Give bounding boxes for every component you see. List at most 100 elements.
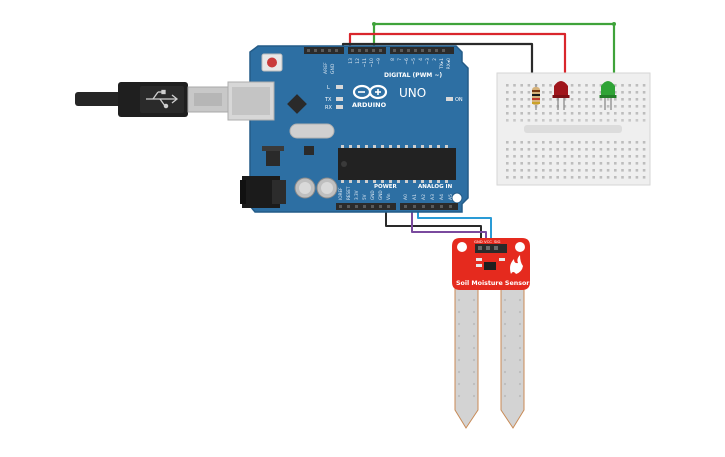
breadboard-hole — [578, 141, 581, 144]
breadboard-hole — [592, 176, 595, 179]
digital-pin-label: TX▸1 — [439, 58, 445, 70]
usb-cable-strain-relief — [75, 92, 121, 106]
analog-pin-label: A2 — [421, 194, 427, 200]
breadboard-hole — [520, 169, 523, 172]
breadboard-hole — [599, 155, 603, 158]
breadboard-hole — [606, 155, 610, 158]
wire-green-pin9-to-led[interactable] — [372, 22, 616, 90]
breadboard-hole — [635, 155, 639, 158]
breadboard-hole — [513, 105, 516, 108]
power-pin-label: IOREF — [338, 187, 343, 200]
breadboard-hole — [563, 119, 567, 122]
breadboard-hole — [549, 176, 552, 179]
sensor-probe-left — [454, 284, 479, 429]
breadboard-hole — [621, 84, 624, 87]
probe-dot — [518, 346, 522, 350]
breadboard-hole — [642, 162, 646, 165]
breadboard-hole — [578, 91, 581, 94]
atmega-microcontroller — [338, 145, 456, 183]
breadboard-hole — [506, 141, 509, 144]
breadboard-hole — [549, 91, 552, 94]
breadboard-hole — [549, 148, 552, 151]
sensor-transistor — [484, 262, 496, 270]
green-led[interactable] — [599, 81, 617, 110]
breadboard-hole — [614, 169, 617, 172]
probe-dot — [503, 370, 507, 374]
probe-dot — [503, 382, 507, 386]
digital-label: DIGITAL (PWM ~) — [384, 72, 442, 79]
breadboard-hole — [599, 98, 603, 101]
breadboard-hole — [556, 162, 559, 165]
probe-dot — [518, 322, 522, 326]
probe-dot — [472, 382, 476, 386]
breadboard-hole — [606, 169, 610, 172]
breadboard-hole — [534, 141, 538, 144]
probe-dots — [457, 298, 522, 398]
probe-dot — [472, 358, 476, 362]
soil-moisture-sensor[interactable]: GND VCC SIG Soil Moisture Sensor — [452, 238, 530, 429]
usb-cable[interactable] — [75, 82, 229, 117]
sensor-pin — [494, 246, 498, 250]
reset-button[interactable] — [261, 53, 283, 72]
probe-dot — [518, 310, 522, 314]
power-pin-label: RESET — [346, 186, 351, 200]
breadboard-hole — [585, 105, 588, 108]
breadboard-hole — [585, 112, 588, 115]
sensor-pin-label-gnd: GND — [474, 239, 483, 244]
breadboard[interactable] — [496, 72, 651, 186]
breadboard-hole — [527, 91, 531, 94]
breadboard-hole — [506, 105, 509, 108]
red-led[interactable] — [552, 81, 570, 110]
breadboard-hole — [578, 112, 581, 115]
breadboard-hole — [599, 84, 603, 87]
breadboard-hole — [635, 148, 639, 151]
arduino-model: UNO — [399, 86, 426, 100]
probe-dot — [503, 394, 507, 398]
probe-dot — [472, 322, 476, 326]
breadboard-hole — [592, 119, 595, 122]
breadboard-hole — [570, 84, 574, 87]
arduino-infinity-logo-icon — [352, 84, 388, 100]
breadboard-hole — [614, 141, 617, 144]
breadboard-hole — [606, 176, 610, 179]
breadboard-hole — [563, 155, 567, 158]
probe-dot — [518, 358, 522, 362]
breadboard-hole — [549, 141, 552, 144]
breadboard-hole — [628, 162, 631, 165]
breadboard-hole — [542, 148, 545, 151]
breadboard-hole — [642, 176, 646, 179]
probe-dot — [472, 346, 476, 350]
breadboard-hole — [621, 112, 624, 115]
breadboard-hole — [513, 148, 516, 151]
probe-dot — [457, 298, 461, 302]
breadboard-hole — [614, 105, 617, 108]
dc-power-jack[interactable] — [240, 176, 286, 208]
breadboard-hole — [599, 119, 603, 122]
sensor-probe-right — [500, 284, 525, 429]
digital-pin-label: 2 — [432, 58, 438, 61]
board-usb-port-inner — [232, 87, 270, 115]
breadboard-hole — [513, 162, 516, 165]
breadboard-hole — [563, 162, 567, 165]
breadboard-hole — [563, 176, 567, 179]
breadboard-hole — [628, 169, 631, 172]
breadboard-hole — [592, 112, 595, 115]
small-chip — [304, 146, 314, 155]
breadboard-hole — [542, 105, 545, 108]
breadboard-hole — [513, 169, 516, 172]
probe-dot — [518, 394, 522, 398]
breadboard-hole — [563, 169, 567, 172]
digital-pin-label: 8 — [390, 58, 396, 61]
probe-dot — [472, 310, 476, 314]
probe-dot — [457, 310, 461, 314]
breadboard-hole — [599, 112, 603, 115]
resistor[interactable] — [532, 84, 540, 110]
sensor-mount-hole — [515, 242, 525, 252]
breadboard-hole — [506, 84, 509, 87]
breadboard-hole — [614, 176, 617, 179]
wire-endpoint — [372, 22, 376, 26]
breadboard-hole — [513, 141, 516, 144]
probe-dot — [457, 394, 461, 398]
wire-black-gnd-to-sensor[interactable] — [385, 205, 482, 246]
